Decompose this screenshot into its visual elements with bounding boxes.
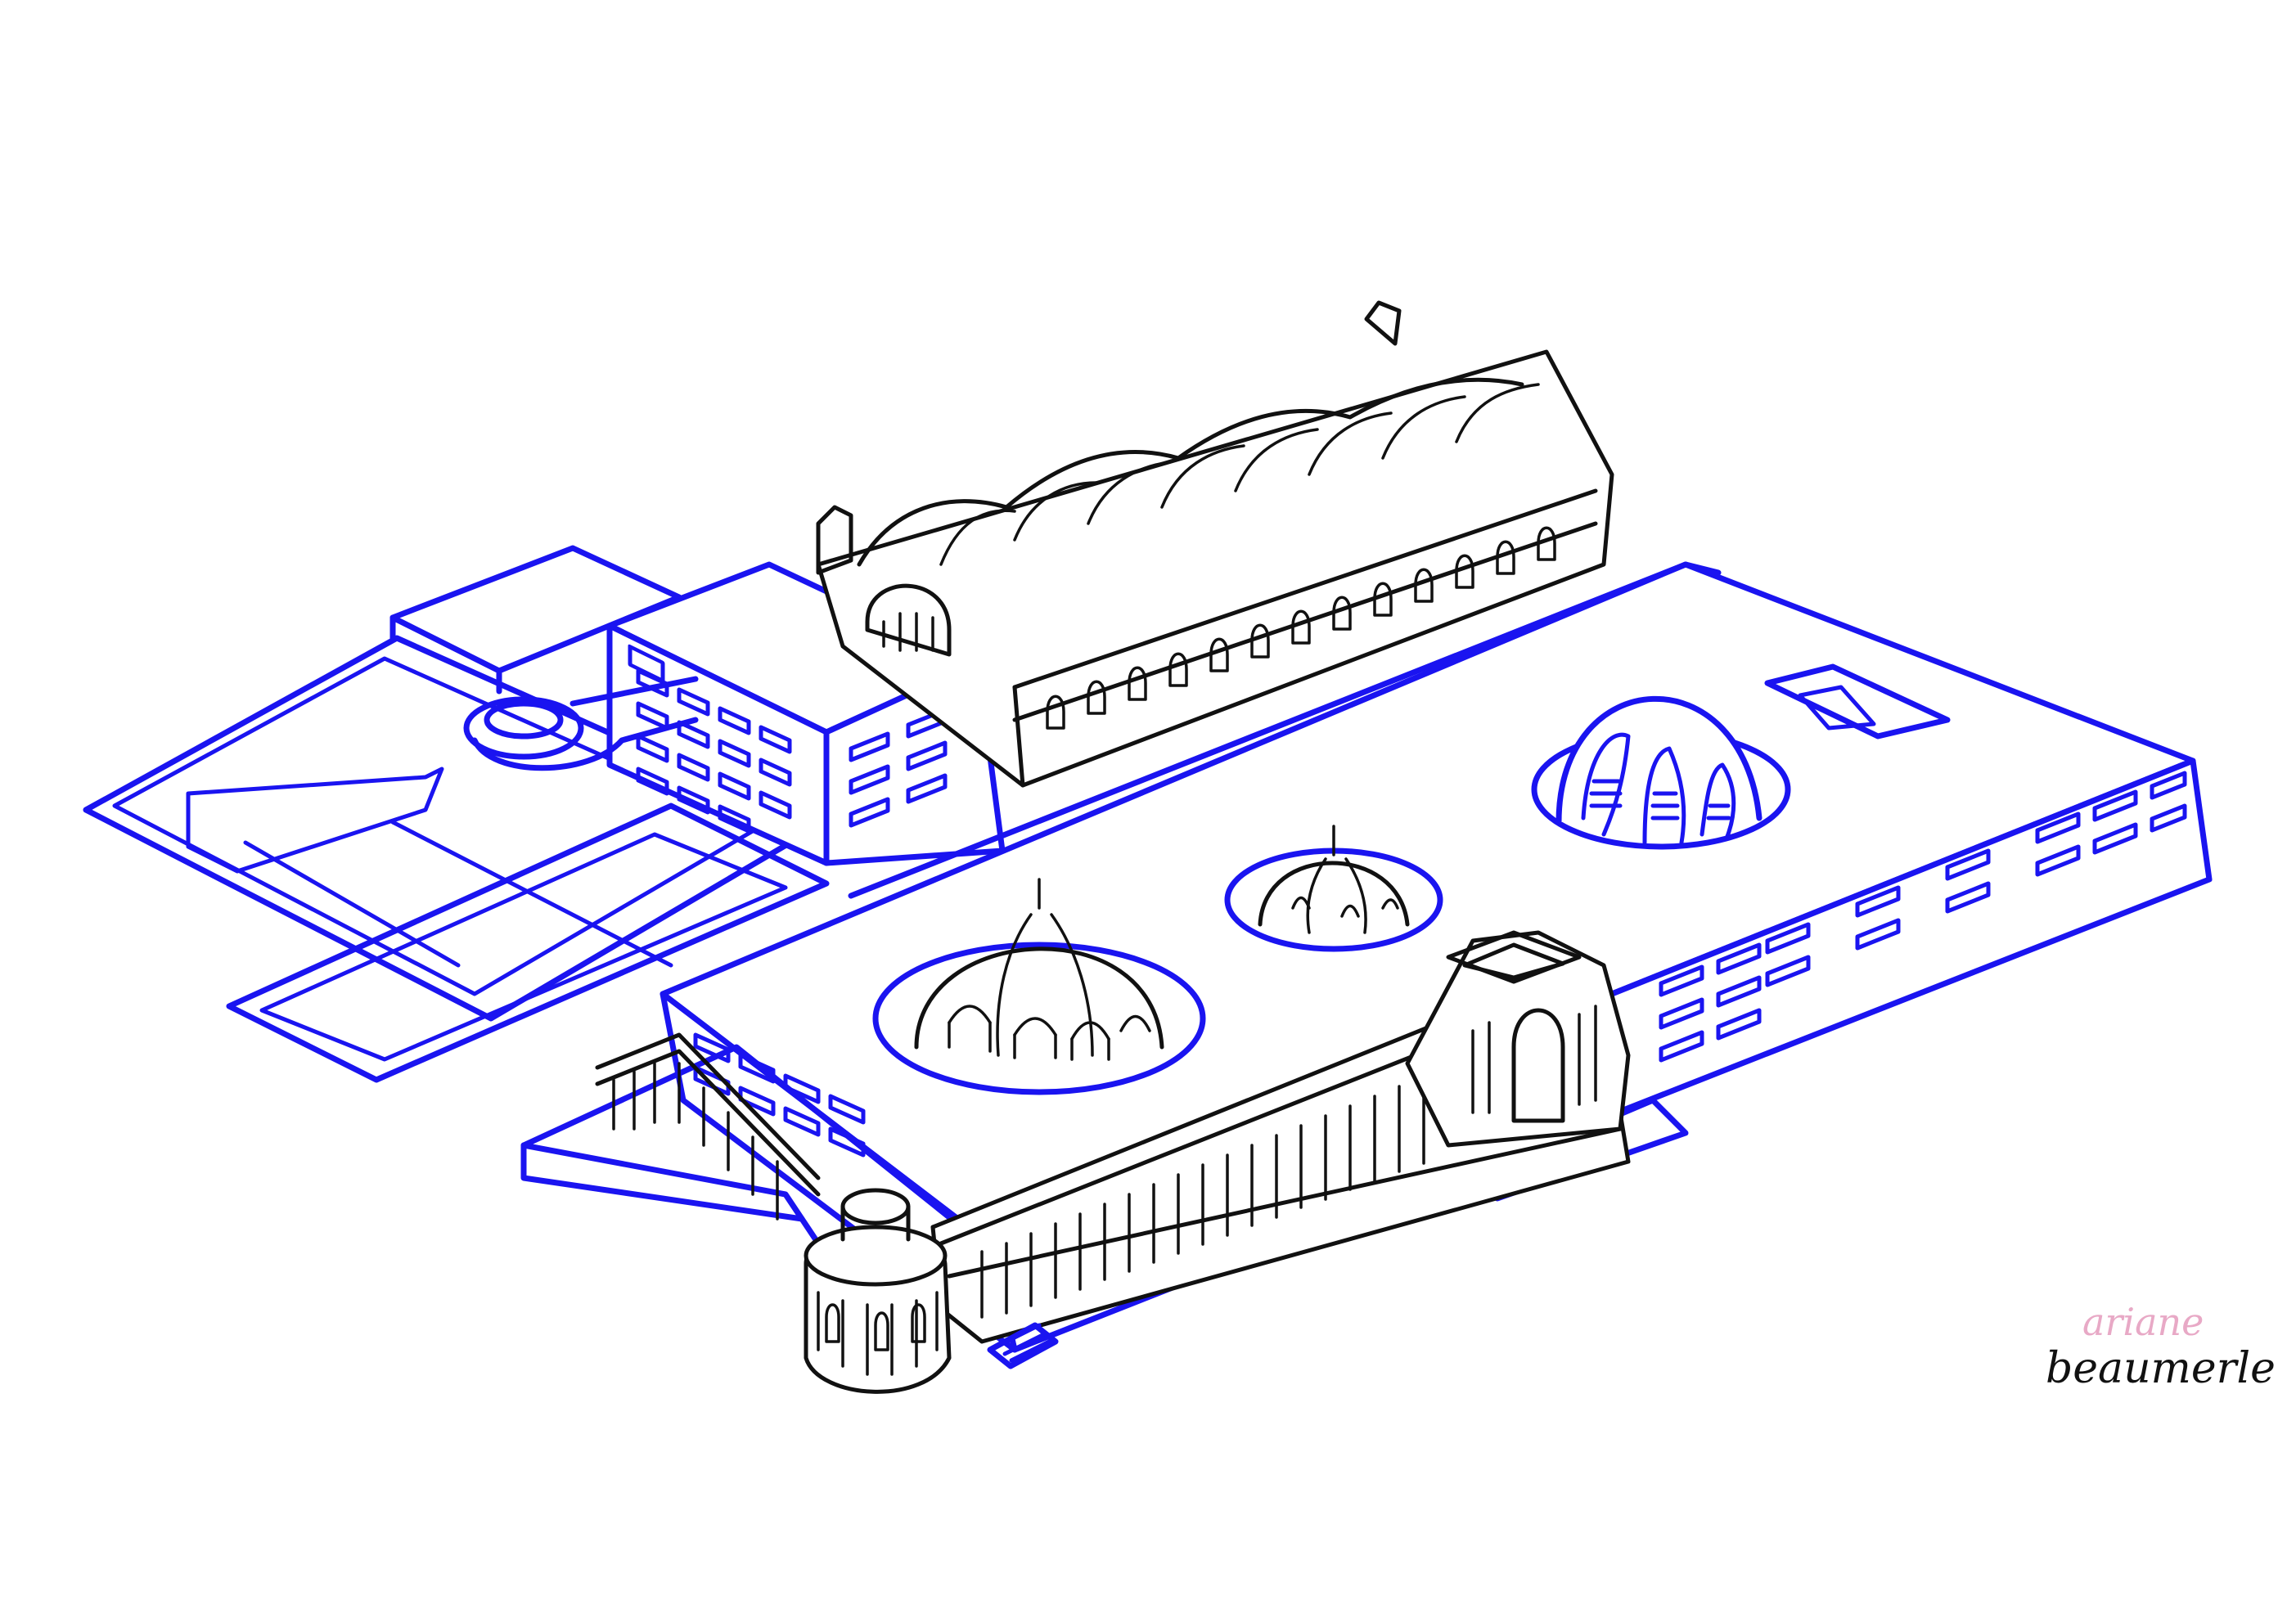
- left-wing-lower-slab: [226, 803, 830, 1083]
- palais-entrance-pavilion: [1405, 930, 1631, 1148]
- entrance-stairs: [987, 1322, 1059, 1369]
- palais-left-fence: [595, 1032, 821, 1221]
- palais-rotunda: [804, 1188, 952, 1394]
- spiral-ramp: [463, 676, 699, 771]
- station-hall: [816, 300, 1614, 788]
- dome-right: [1531, 695, 1791, 850]
- signature-first-name: ariane: [2082, 1300, 2204, 1344]
- artist-signature: ariane beaumerle: [2046, 1300, 2276, 1393]
- signature-last-name: beaumerle: [2046, 1344, 2276, 1393]
- dome-left: [872, 878, 1206, 1095]
- platform-windows: [1659, 771, 2187, 1063]
- left-wing-windows: [636, 668, 948, 834]
- dome-middle: [1224, 825, 1443, 952]
- roof-skylight: [1764, 663, 1951, 740]
- station-windows: [1046, 526, 1556, 730]
